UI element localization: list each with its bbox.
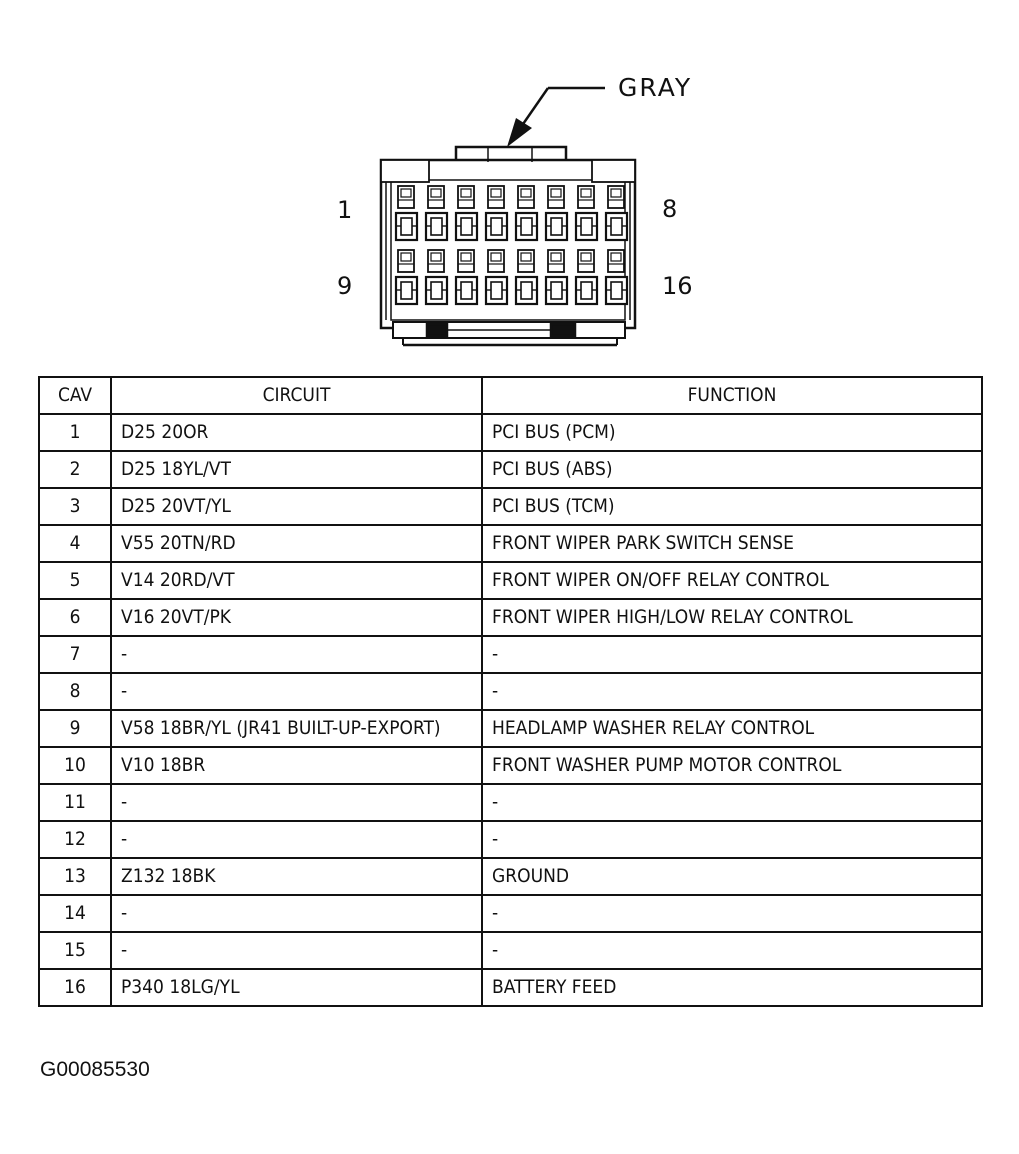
table-row: 15-- <box>38 931 983 970</box>
cavity-16 <box>604 249 629 306</box>
cell-circuit: - <box>110 820 483 859</box>
header-circuit: CIRCUIT <box>110 376 483 415</box>
cavity-3 <box>454 185 479 242</box>
cell-cav: 8 <box>38 672 112 711</box>
cell-circuit: - <box>110 635 483 674</box>
cell-cav: 12 <box>38 820 112 859</box>
cell-function: - <box>481 783 983 822</box>
cell-function: BATTERY FEED <box>481 968 983 1007</box>
cavity-15 <box>574 249 599 306</box>
cell-cav: 14 <box>38 894 112 933</box>
cell-function: - <box>481 820 983 859</box>
table-header-row: CAV CIRCUIT FUNCTION <box>38 376 983 415</box>
pin-label-8: 8 <box>662 195 677 223</box>
cell-function: FRONT WIPER PARK SWITCH SENSE <box>481 524 983 563</box>
cavity-6 <box>544 185 569 242</box>
cell-function: GROUND <box>481 857 983 896</box>
cell-cav: 13 <box>38 857 112 896</box>
cell-cav: 15 <box>38 931 112 970</box>
table-row: 7-- <box>38 635 983 674</box>
cell-function: FRONT WASHER PUMP MOTOR CONTROL <box>481 746 983 785</box>
cell-cav: 2 <box>38 450 112 489</box>
header-cav: CAV <box>38 376 112 415</box>
cell-cav: 1 <box>38 413 112 452</box>
cavity-13 <box>514 249 539 306</box>
cell-circuit: D25 20OR <box>110 413 483 452</box>
cavity-4 <box>484 185 509 242</box>
pin-label-16: 16 <box>662 272 693 300</box>
pin-label-1: 1 <box>337 196 352 224</box>
cell-function: - <box>481 931 983 970</box>
cell-circuit: V55 20TN/RD <box>110 524 483 563</box>
cell-circuit: - <box>110 783 483 822</box>
cavity-12 <box>484 249 509 306</box>
cell-function: - <box>481 672 983 711</box>
cell-function: - <box>481 894 983 933</box>
cell-cav: 6 <box>38 598 112 637</box>
cell-function: PCI BUS (ABS) <box>481 450 983 489</box>
cavity-9 <box>394 249 419 306</box>
cell-cav: 5 <box>38 561 112 600</box>
cell-circuit: V58 18BR/YL (JR41 BUILT-UP-EXPORT) <box>110 709 483 748</box>
cell-cav: 3 <box>38 487 112 526</box>
table-row: 14-- <box>38 894 983 933</box>
cell-circuit: V16 20VT/PK <box>110 598 483 637</box>
cavity-5 <box>514 185 539 242</box>
cell-circuit: - <box>110 931 483 970</box>
cell-cav: 7 <box>38 635 112 674</box>
cell-cav: 11 <box>38 783 112 822</box>
cavity-14 <box>544 249 569 306</box>
cavity-11 <box>454 249 479 306</box>
cell-function: - <box>481 635 983 674</box>
cell-function: PCI BUS (PCM) <box>481 413 983 452</box>
cell-circuit: Z132 18BK <box>110 857 483 896</box>
table-row: 8-- <box>38 672 983 711</box>
cell-cav: 4 <box>38 524 112 563</box>
cell-circuit: - <box>110 672 483 711</box>
cell-cav: 9 <box>38 709 112 748</box>
connector-color-label: GRAY <box>618 73 692 102</box>
connector-housing <box>379 145 637 347</box>
cell-circuit: D25 18YL/VT <box>110 450 483 489</box>
figure-id: G00085530 <box>40 1058 150 1081</box>
header-function: FUNCTION <box>481 376 983 415</box>
cell-function: FRONT WIPER HIGH/LOW RELAY CONTROL <box>481 598 983 637</box>
cavity-2 <box>424 185 449 242</box>
cell-cav: 10 <box>38 746 112 785</box>
cell-circuit: V10 18BR <box>110 746 483 785</box>
pin-label-9: 9 <box>337 272 352 300</box>
color-callout-arrowhead <box>507 118 532 147</box>
cell-circuit: P340 18LG/YL <box>110 968 483 1007</box>
cell-cav: 16 <box>38 968 112 1007</box>
cavity-10 <box>424 249 449 306</box>
connector-cavities <box>394 185 629 306</box>
table-row: 11-- <box>38 783 983 822</box>
cell-circuit: D25 20VT/YL <box>110 487 483 526</box>
cavity-7 <box>574 185 599 242</box>
cell-function: PCI BUS (TCM) <box>481 487 983 526</box>
cavity-1 <box>394 185 419 242</box>
cavity-8 <box>604 185 629 242</box>
cell-function: FRONT WIPER ON/OFF RELAY CONTROL <box>481 561 983 600</box>
table-row: 12-- <box>38 820 983 859</box>
cell-circuit: - <box>110 894 483 933</box>
connector-diagram: GRAY 1 8 9 16 <box>337 73 693 347</box>
cell-circuit: V14 20RD/VT <box>110 561 483 600</box>
cell-function: HEADLAMP WASHER RELAY CONTROL <box>481 709 983 748</box>
